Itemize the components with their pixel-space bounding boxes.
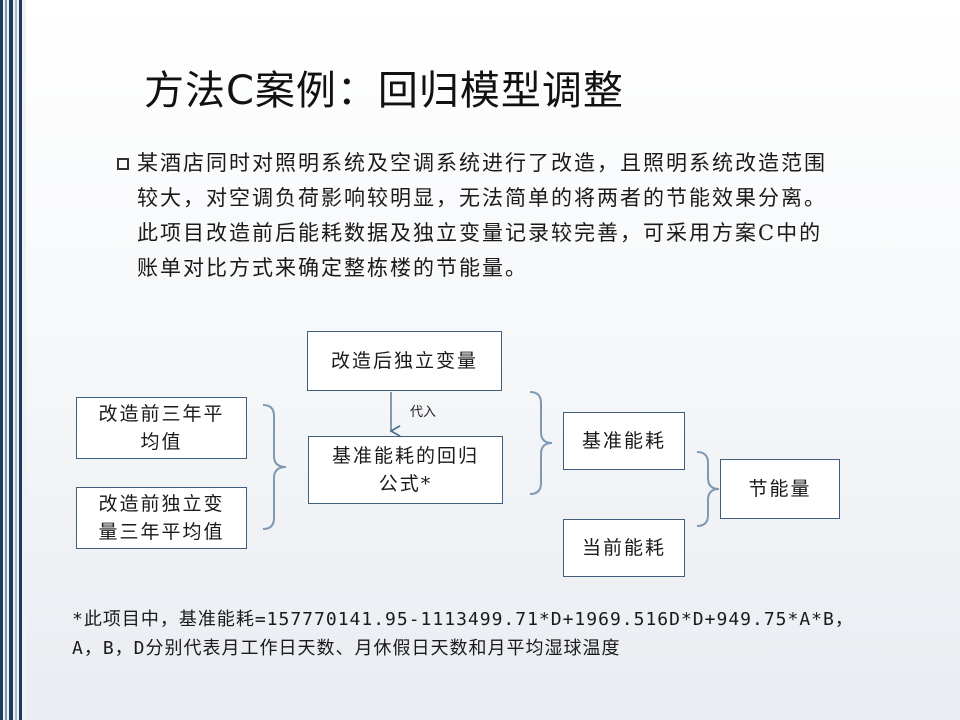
brace-middle bbox=[529, 391, 553, 495]
box-baseline-energy: 基准能耗 bbox=[563, 412, 685, 470]
box-energy-savings: 节能量 bbox=[720, 459, 840, 519]
box-current-energy: 当前能耗 bbox=[563, 519, 685, 577]
bullet-paragraph: 某酒店同时对照明系统及空调系统进行了改造，且照明系统改造范围较大，对空调负荷影响… bbox=[137, 151, 827, 280]
brace-right bbox=[696, 451, 720, 527]
formula-footnote: *此项目中，基准能耗=157770141.95-1113499.71*D+196… bbox=[72, 609, 854, 659]
box-post-retrofit-variables: 改造后独立变量 bbox=[307, 331, 502, 391]
slide-title: 方法C案例：回归模型调整 bbox=[144, 68, 624, 114]
box-pre-retrofit-average: 改造前三年平均值 bbox=[76, 397, 247, 459]
stripe bbox=[0, 0, 3, 720]
stripe bbox=[9, 0, 13, 720]
box-pre-retrofit-variable-average: 改造前独立变量三年平均值 bbox=[76, 487, 247, 549]
left-decorative-stripes bbox=[0, 0, 26, 720]
bullet-square-icon bbox=[117, 158, 129, 170]
stripe bbox=[5, 0, 7, 720]
arrow-label: 代入 bbox=[410, 405, 437, 420]
box-baseline-regression-formula: 基准能耗的回归公式* bbox=[308, 436, 503, 504]
stripe bbox=[15, 0, 17, 720]
brace-left bbox=[262, 404, 287, 530]
stripe bbox=[19, 0, 22, 720]
